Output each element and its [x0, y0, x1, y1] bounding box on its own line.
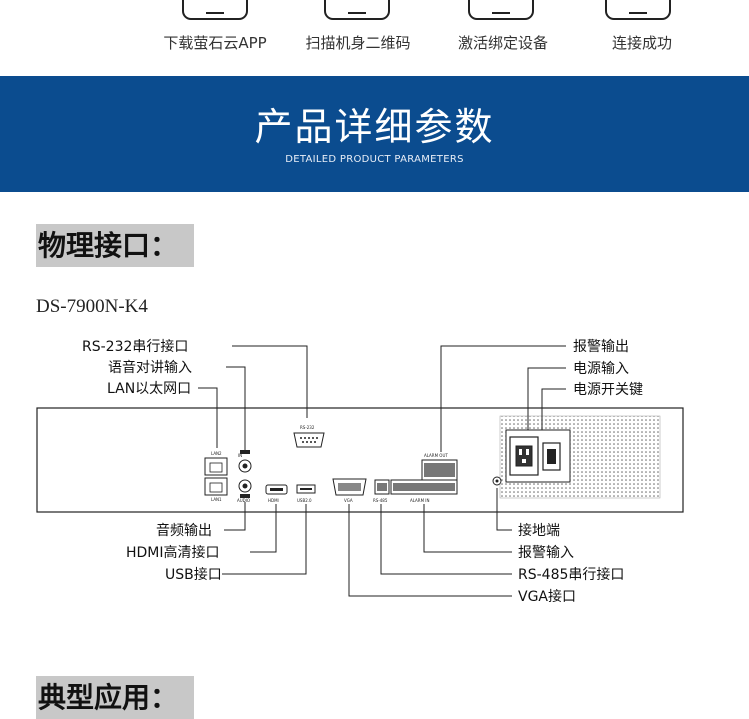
- label-audio-out: 音频输出: [156, 522, 212, 539]
- label-alarm-in: 报警输入: [518, 545, 574, 561]
- alarm-out-mark: ALARM OUT: [424, 453, 448, 458]
- label-rs485: RS-485串行接口: [518, 566, 624, 583]
- label-ground: 接地端: [518, 522, 560, 539]
- rear-panel-diagram: LAN2 LAN1 IN AUDIO HDMI USB2.0 RS-232 VG…: [36, 338, 684, 605]
- app-steps: 下载萤石云APP 扫描机身二维码 激活绑定设备 连接成功: [0, 0, 749, 76]
- label-power-switch: 电源开关键: [573, 382, 643, 398]
- step-label: 下载萤石云APP: [163, 34, 267, 52]
- callout-lines-bottom: [222, 488, 512, 597]
- label-lan: LAN以太网口: [107, 381, 191, 397]
- audio-in-mark: IN: [238, 453, 242, 458]
- lan1-mark: LAN1: [211, 497, 222, 502]
- rs232-mark: RS-232: [300, 425, 315, 430]
- hdmi-mark: HDMI: [268, 498, 279, 503]
- rs485-mark: RS-485: [373, 498, 388, 503]
- label-alarm-out: 报警输出: [573, 339, 629, 355]
- callout-lines-top: [198, 345, 566, 452]
- label-rs232: RS-232串行接口: [82, 338, 188, 355]
- alarm-in-mark: ALARM IN: [410, 498, 429, 503]
- phone-icon: [182, 0, 248, 20]
- label-usb: USB接口: [165, 566, 222, 583]
- banner-title: 产品详细参数: [254, 105, 495, 149]
- phone-icon: [324, 0, 390, 20]
- step-label: 连接成功: [611, 34, 672, 52]
- audio-mark: AUDIO: [237, 498, 250, 503]
- label-audio-in: 语音对讲输入: [108, 359, 192, 376]
- section-title-interfaces: 物理接口：: [36, 224, 194, 267]
- label-vga: VGA接口: [518, 588, 576, 605]
- phone-icon: [468, 0, 534, 20]
- label-power-in: 电源输入: [573, 361, 629, 377]
- banner-subtitle: DETAILED PRODUCT PARAMETERS: [285, 154, 464, 165]
- rs232-port: [293, 432, 325, 448]
- step-label: 激活绑定设备: [457, 34, 548, 52]
- phone-icon: [605, 0, 671, 20]
- usb-mark: USB2.0: [297, 498, 312, 503]
- label-hdmi: HDMI高清接口: [126, 544, 220, 561]
- section-title-applications: 典型应用：: [36, 676, 194, 719]
- step-label: 扫描机身二维码: [305, 34, 411, 52]
- section-banner: 产品详细参数 DETAILED PRODUCT PARAMETERS: [0, 76, 749, 192]
- vga-mark: VGA: [344, 498, 353, 503]
- lan2-mark: LAN2: [211, 451, 222, 456]
- model-number: DS-7900N-K4: [36, 296, 148, 317]
